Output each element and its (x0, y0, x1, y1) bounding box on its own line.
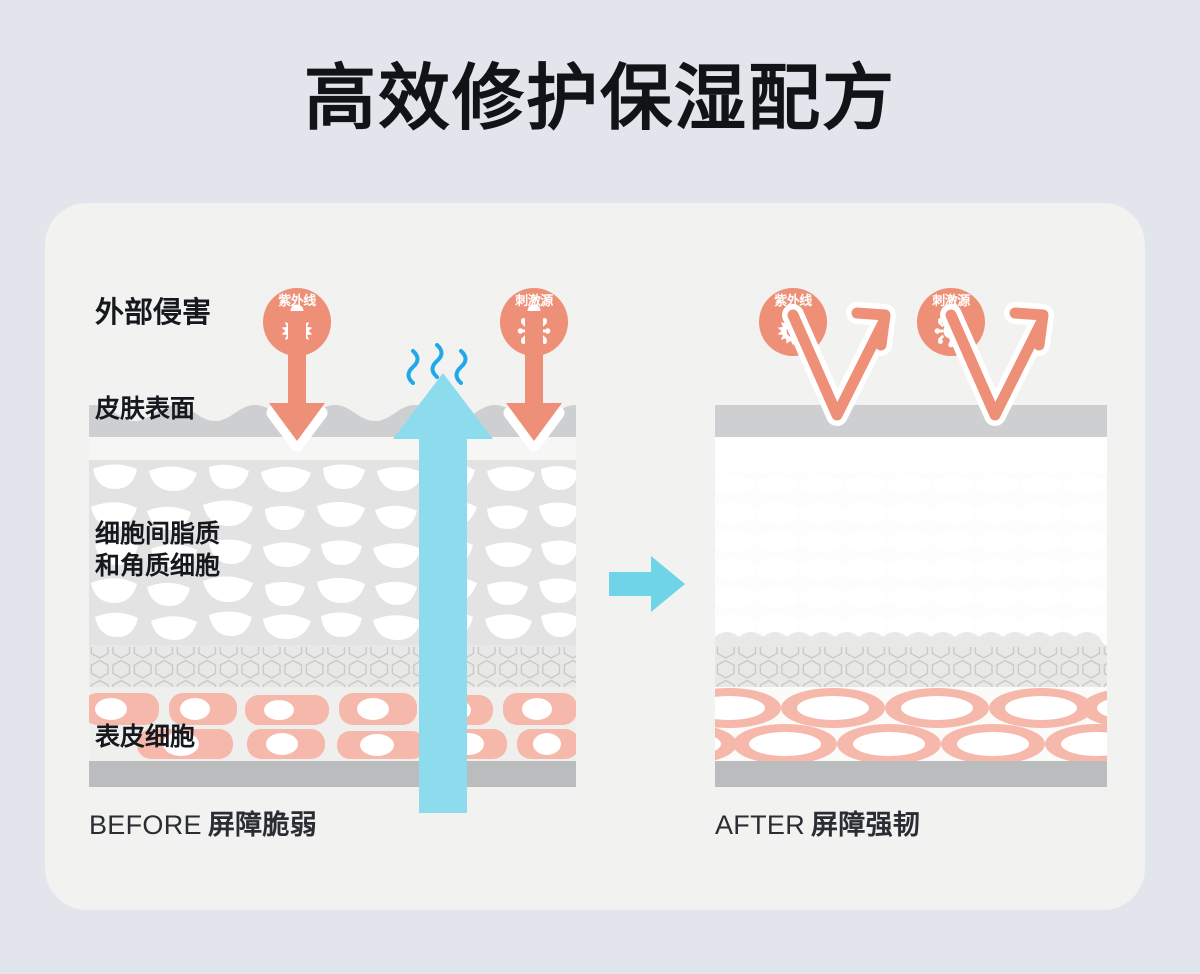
label-external-invasion: 外部侵害 (95, 297, 212, 329)
label-intercellular-lipids-line1: 细胞间脂质 (95, 520, 221, 548)
caption-after-en: AFTER (715, 810, 806, 840)
caption-before-cn: 屏障脆弱 (207, 810, 318, 840)
after-hex-band (715, 645, 1107, 687)
badge-irritant-before[interactable]: 刺激源 (500, 288, 568, 356)
badge-irritant-after[interactable]: 刺激源 (917, 288, 985, 356)
sun-icon (777, 316, 809, 346)
before-surface-gap (89, 437, 576, 460)
badge-irritant-before-label: 刺激源 (515, 293, 553, 308)
badge-uv-after[interactable]: 紫外线 (759, 288, 827, 356)
caption-before-en: BEFORE (89, 810, 202, 840)
virus-icon (517, 314, 551, 348)
sun-icon (281, 316, 313, 346)
badge-uv-before[interactable]: 紫外线 (263, 288, 331, 356)
after-surface-band (715, 405, 1107, 437)
after-epidermal-layer (715, 687, 1107, 764)
page-title: 高效修护保湿配方 (303, 59, 896, 139)
transition-arrow-icon (609, 556, 685, 612)
before-corneocyte-layer (89, 460, 576, 645)
label-intercellular-lipids: 细胞间脂质 和角质细胞 (95, 518, 220, 582)
after-surface-gap (715, 437, 1107, 473)
diagram-card: 外部侵害 皮肤表面 细胞间脂质 和角质细胞 表皮细胞 (45, 203, 1145, 910)
before-dermis-band (89, 761, 576, 787)
badge-uv-after-label: 紫外线 (774, 293, 812, 308)
label-epidermal-cells: 表皮细胞 (95, 723, 196, 751)
after-corneocyte-layer (715, 473, 1107, 649)
caption-after-cn: 屏障强韧 (811, 810, 921, 840)
after-dermis-band (715, 761, 1107, 787)
badge-irritant-after-label: 刺激源 (932, 293, 970, 308)
label-intercellular-lipids-line2: 和角质细胞 (95, 552, 221, 580)
badge-uv-before-label: 紫外线 (278, 293, 316, 308)
before-hex-band (89, 645, 576, 687)
virus-icon (934, 314, 968, 348)
after-skin-stack (715, 405, 1107, 787)
label-skin-surface: 皮肤表面 (95, 395, 196, 423)
